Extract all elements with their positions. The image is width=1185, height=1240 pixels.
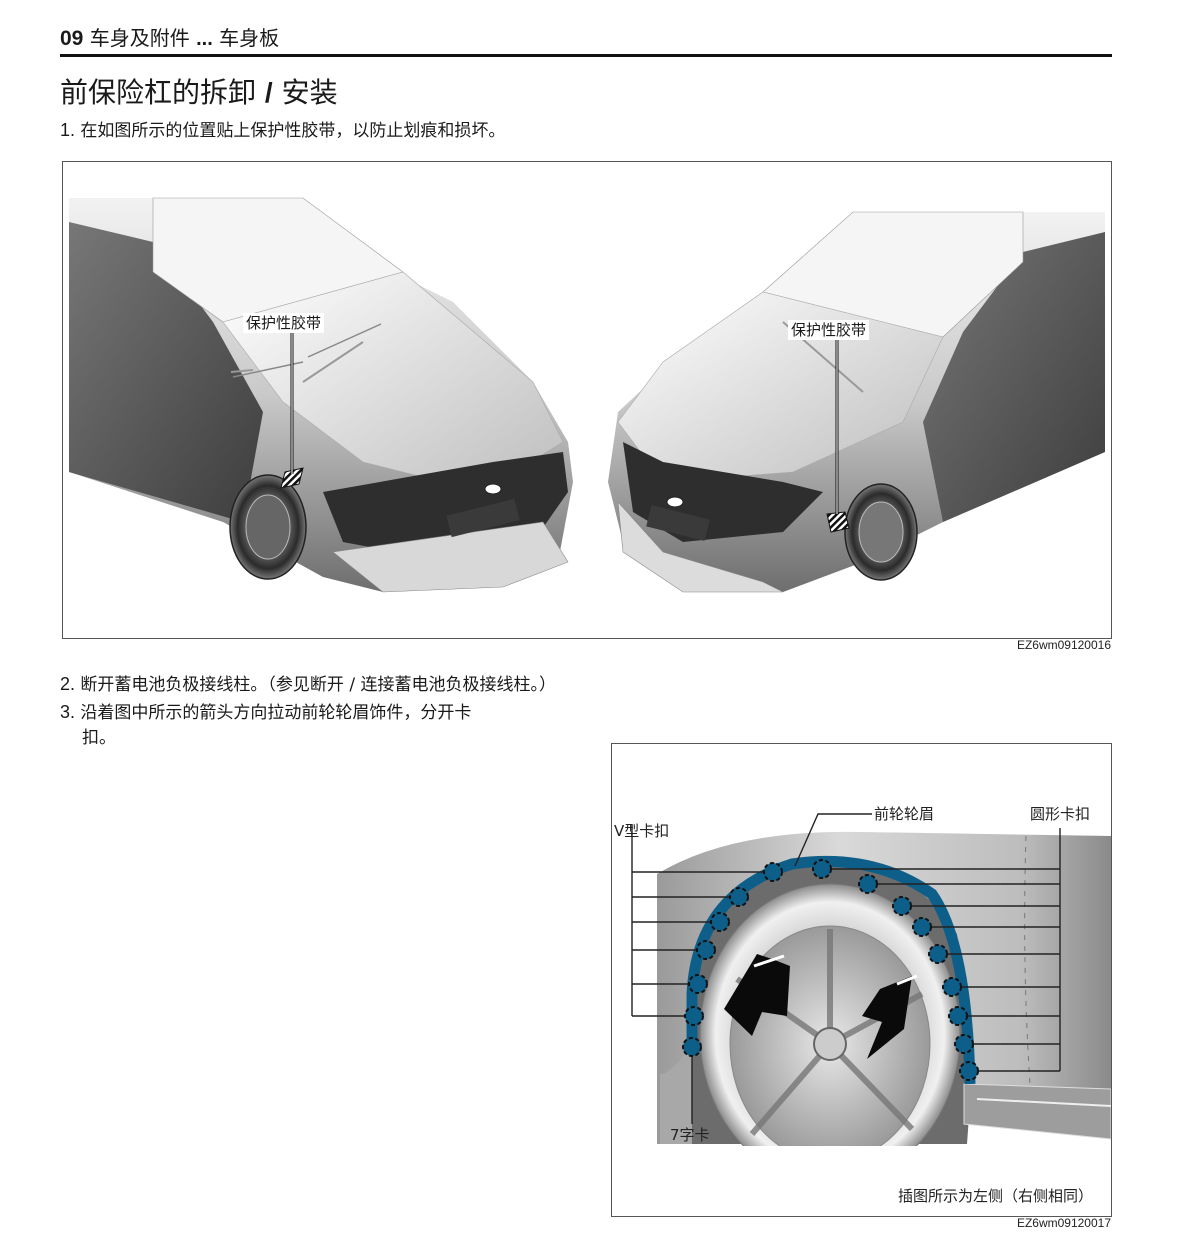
figure-wheel-arch-clips: V型卡扣 前轮轮眉 圆形卡扣 7字卡 插图所示为左侧（右侧相同） [611, 743, 1112, 1217]
tape-mark-left [280, 467, 304, 489]
step-2: 2. 断开蓄电池负极接线柱。（参见断开 / 连接蓄电池负极接线柱。） [60, 672, 556, 697]
label-v-clip: V型卡扣 [614, 822, 670, 840]
page-title-slash: / [264, 77, 273, 108]
page-title-tail: 安装 [281, 76, 338, 109]
step-number: 2. [60, 674, 76, 694]
header-separator: ... [196, 28, 213, 50]
step-number: 3. [60, 702, 76, 722]
figure2-caption-id: EZ6wm09120017 [1016, 1216, 1111, 1230]
figure1-caption-id: EZ6wm09120016 [1016, 638, 1111, 652]
page-title: 前保险杠的拆卸 / 安装 [60, 75, 338, 111]
figure2-note: 插图所示为左侧（右侧相同） [898, 1187, 1094, 1205]
label-round-clip: 圆形卡扣 [1030, 805, 1091, 823]
wheel-arch-illustration [612, 813, 1111, 1216]
page-title-main: 前保险杠的拆卸 [60, 76, 257, 109]
section-title: 车身及附件 [89, 26, 190, 50]
step-text: 沿着图中所示的箭头方向拉动前轮轮眉饰件，分开卡 [80, 703, 472, 723]
step-text: 在如图所示的位置贴上保护性胶带，以防止划痕和损坏。 [80, 121, 506, 141]
step-3: 3. 沿着图中所示的箭头方向拉动前轮轮眉饰件，分开卡 [60, 700, 471, 725]
section-number: 09 [60, 27, 84, 50]
figure-protective-tape: 保护性胶带 保护性胶带 [62, 161, 1112, 639]
callout-protective-tape-left: 保护性胶带 [243, 313, 325, 333]
step-number: 1. [60, 120, 76, 140]
step-1: 1. 在如图所示的位置贴上保护性胶带，以防止划痕和损坏。 [60, 118, 505, 143]
v-clip-leaders [631, 824, 773, 1017]
car-front-illustrations [69, 197, 1105, 593]
header-rule [60, 54, 1112, 57]
section-header: 09 车身及附件 ... 车身板 [60, 24, 279, 53]
label-wheel-arch: 前轮轮眉 [874, 805, 935, 823]
right-car-view [608, 211, 1105, 593]
left-car-view [69, 197, 573, 593]
label-7-clip: 7字卡 [670, 1126, 710, 1144]
clip-markers [682, 859, 979, 1081]
subsection-title: 车身板 [219, 26, 280, 50]
tape-mark-right [826, 511, 850, 533]
pull-arrow-right [862, 976, 912, 1059]
pull-arrow-left [724, 954, 790, 1036]
callout-protective-tape-right: 保护性胶带 [788, 320, 870, 340]
step-3-continuation: 扣。 [82, 728, 116, 748]
round-clip-leaders [822, 828, 1061, 1072]
step-text: 断开蓄电池负极接线柱。（参见断开 / 连接蓄电池负极接线柱。） [80, 675, 556, 695]
